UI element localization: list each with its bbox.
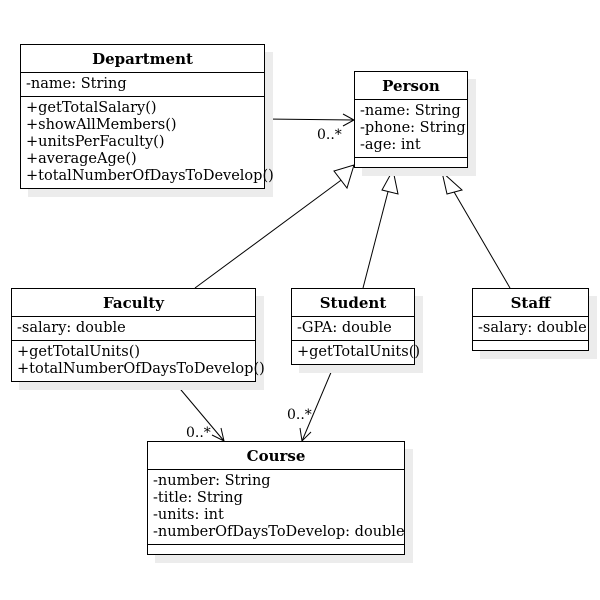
method: +unitsPerFaculty()	[26, 134, 165, 150]
multiplicity-label: 0..*	[317, 127, 342, 143]
class-name: Person	[355, 72, 467, 100]
association-student-course	[301, 369, 333, 442]
attributes-section: -salary: double	[12, 317, 255, 341]
methods-section	[355, 158, 467, 167]
attribute: -salary: double	[478, 320, 587, 336]
class-staff[interactable]: Staff -salary: double	[472, 288, 589, 351]
attribute: -age: int	[360, 137, 421, 153]
method: +getTotalUnits()	[297, 344, 421, 360]
inheritance-triangle	[441, 170, 464, 195]
class-department[interactable]: Department -name: String +getTotalSalary…	[20, 44, 274, 189]
attribute: -numberOfDaysToDevelop: double	[153, 524, 405, 540]
class-course[interactable]: Course -number: String -title: String -u…	[147, 441, 405, 555]
class-faculty[interactable]: Faculty -salary: double +getTotalUnits()…	[11, 288, 265, 382]
attribute: -number: String	[153, 473, 271, 489]
attribute: -phone: String	[360, 120, 466, 136]
attributes-section: -name: String	[21, 73, 264, 97]
association-department-person	[264, 118, 355, 121]
methods-section	[148, 545, 404, 554]
inheritance-triangle	[381, 168, 399, 195]
multiplicity-label: 0..*	[287, 407, 312, 423]
attributes-section: -salary: double	[473, 317, 588, 341]
method: +totalNumberOfDaysToDevelop()	[17, 361, 265, 377]
attribute: -salary: double	[17, 320, 126, 336]
attributes-section: -name: String -phone: String -age: int	[355, 100, 467, 158]
class-person[interactable]: Person -name: String -phone: String -age…	[354, 71, 468, 168]
attribute: -title: String	[153, 490, 243, 506]
attribute: -GPA: double	[297, 320, 392, 336]
method: +totalNumberOfDaysToDevelop()	[26, 168, 274, 184]
method: +getTotalSalary()	[26, 100, 157, 116]
attribute: -name: String	[26, 76, 127, 92]
class-student[interactable]: Student -GPA: double +getTotalUnits()	[291, 288, 421, 365]
class-name: Staff	[473, 289, 588, 317]
class-name: Department	[21, 45, 264, 73]
methods-section	[473, 341, 588, 350]
method: +averageAge()	[26, 151, 137, 167]
arrowhead-open	[299, 427, 312, 443]
attribute: -name: String	[360, 103, 461, 119]
class-name: Faculty	[12, 289, 255, 317]
class-name: Course	[148, 442, 404, 470]
methods-section: +getTotalUnits() +totalNumberOfDaysToDev…	[12, 341, 265, 381]
class-name: Student	[292, 289, 414, 317]
multiplicity-label: 0..*	[186, 425, 211, 441]
generalization-faculty-person	[194, 177, 345, 289]
method: +showAllMembers()	[26, 117, 177, 133]
generalization-staff-person	[449, 184, 511, 289]
methods-section: +getTotalSalary() +showAllMembers() +uni…	[21, 97, 274, 188]
attributes-section: -number: String -title: String -units: i…	[148, 470, 405, 545]
inheritance-triangle	[333, 164, 355, 190]
attributes-section: -GPA: double	[292, 317, 414, 341]
methods-section: +getTotalUnits()	[292, 341, 421, 364]
association-faculty-course	[175, 383, 225, 442]
generalization-student-person	[362, 183, 391, 289]
method: +getTotalUnits()	[17, 344, 141, 360]
attribute: -units: int	[153, 507, 224, 523]
